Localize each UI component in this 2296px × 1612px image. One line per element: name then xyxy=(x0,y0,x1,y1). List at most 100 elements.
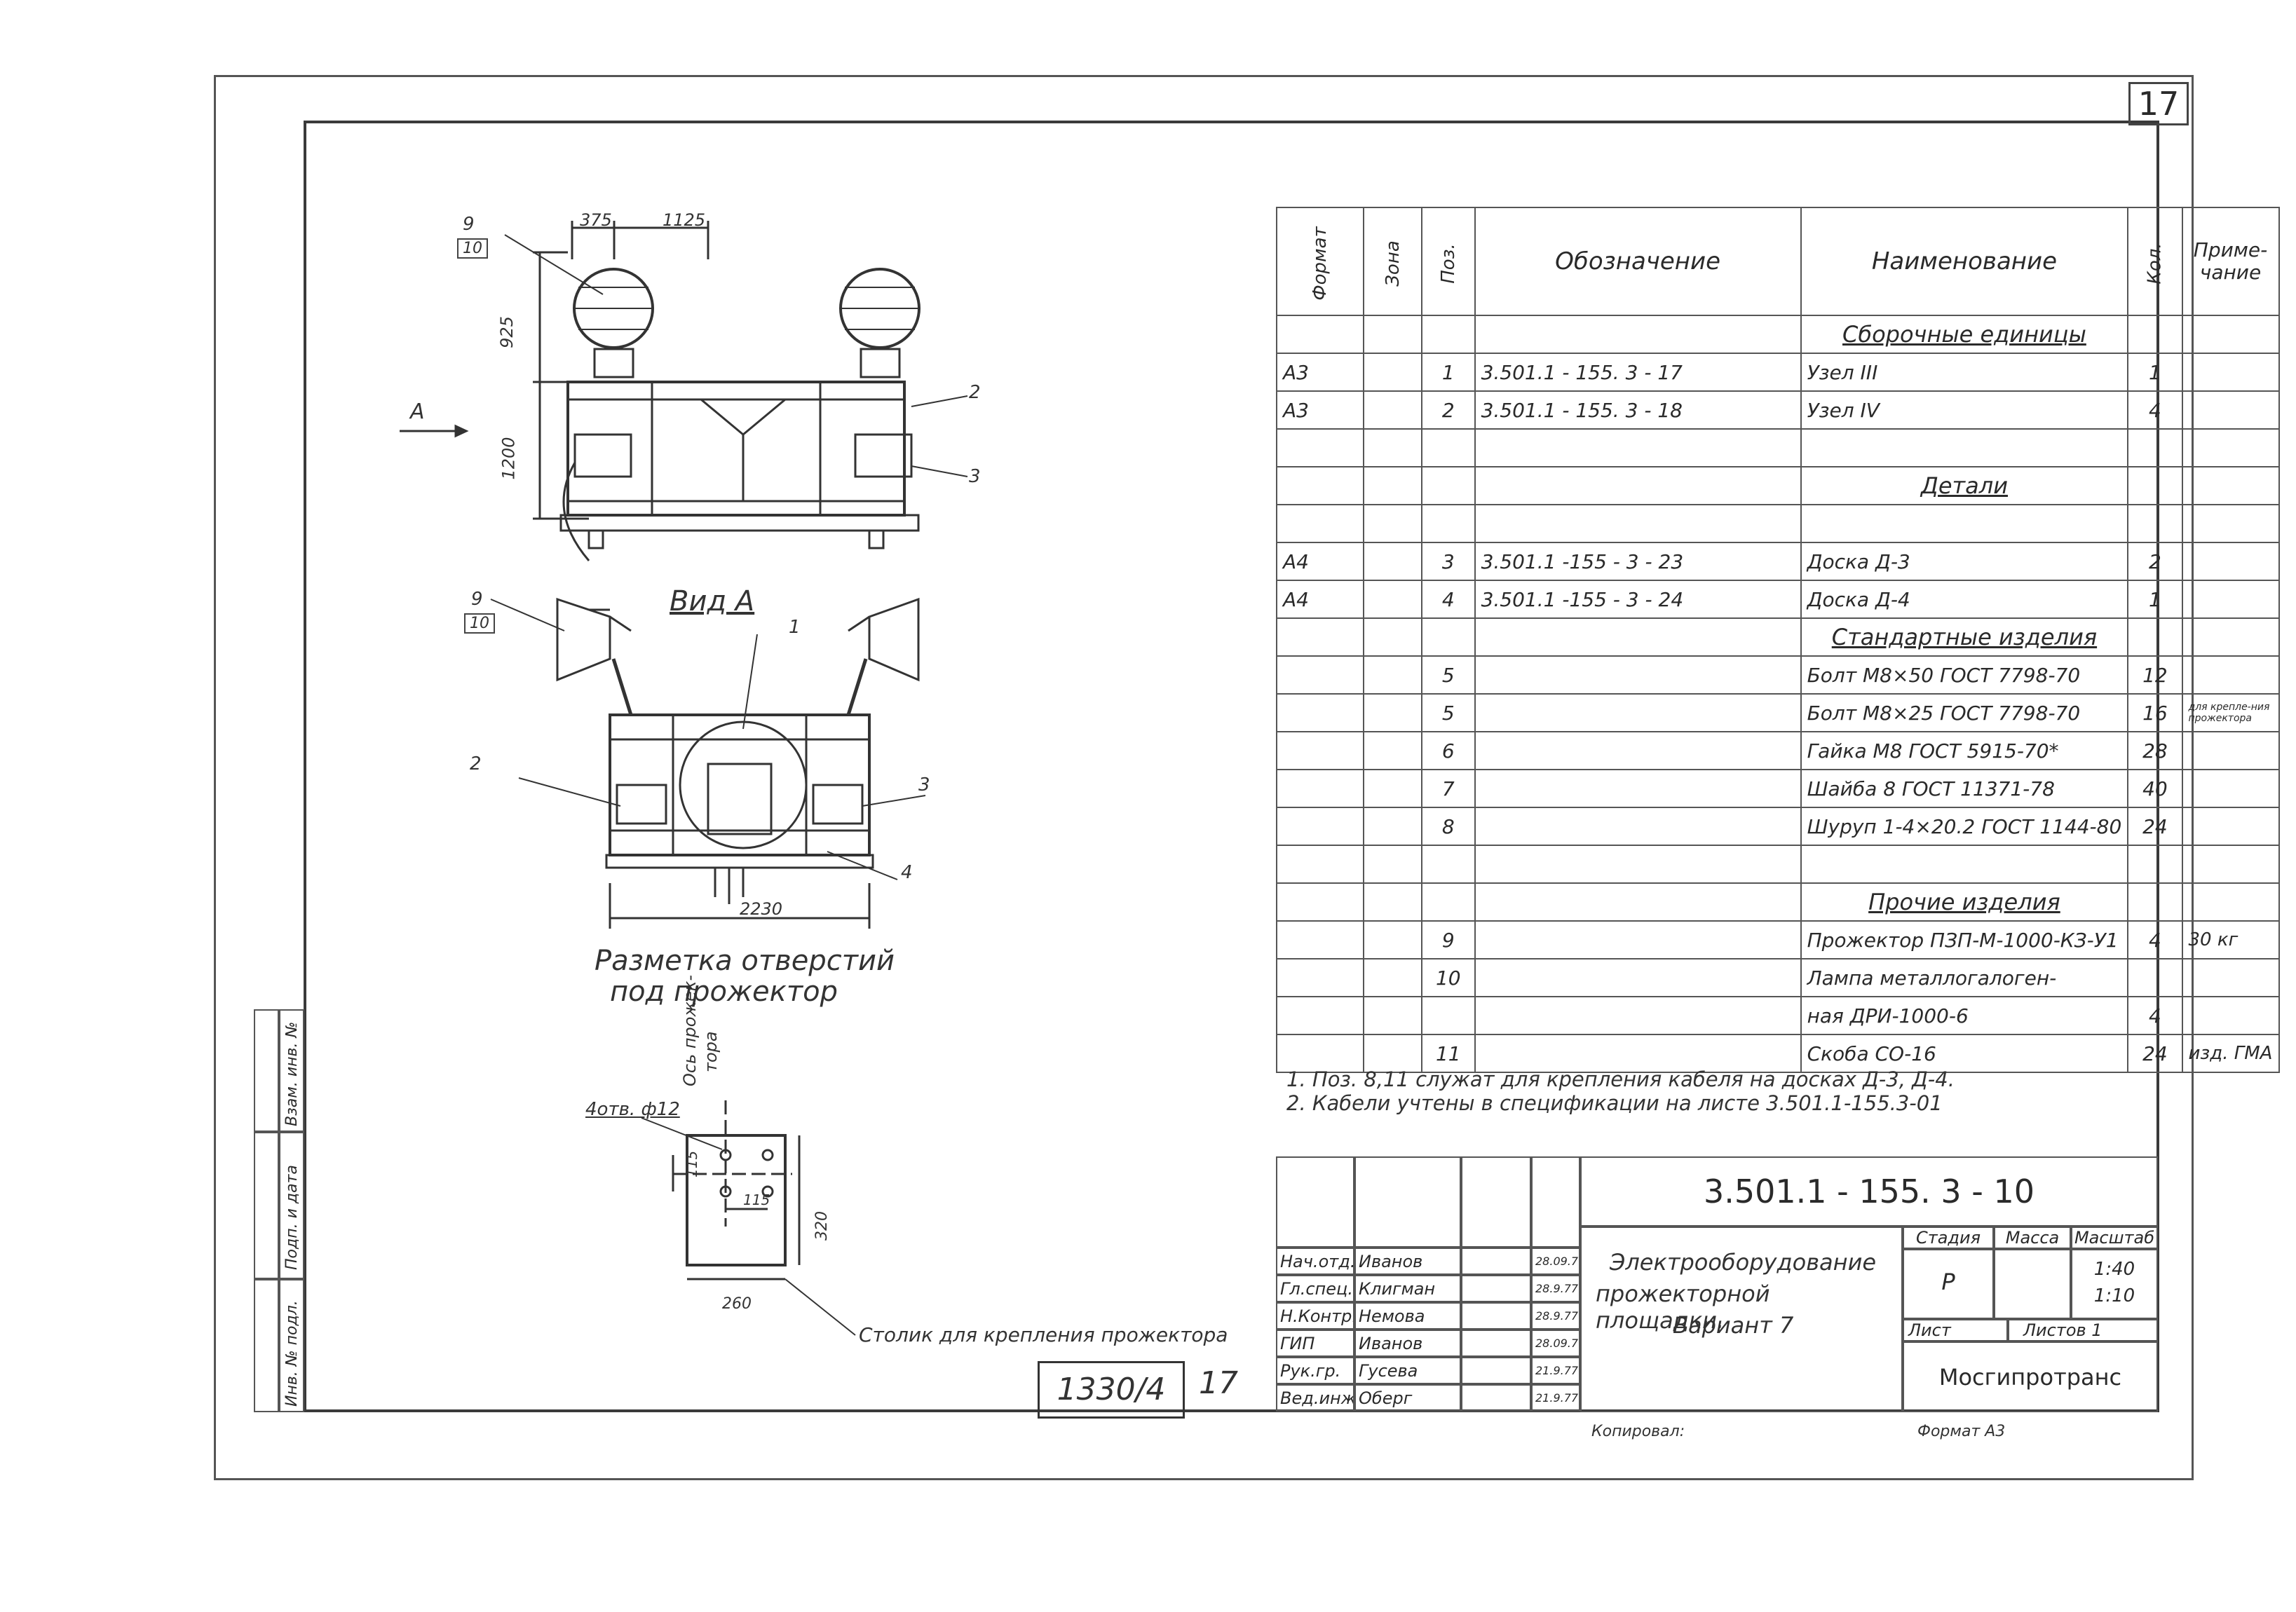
spec-designation xyxy=(1474,617,1802,657)
blank-cell xyxy=(1276,1156,1354,1248)
spec-note xyxy=(2181,428,2280,467)
spec-qty xyxy=(2127,882,2183,922)
spec-pos: 5 xyxy=(1421,693,1476,732)
side-cell: Подп. и дата xyxy=(279,1132,304,1279)
spec-format xyxy=(1276,769,1364,808)
header-qty: Кол. xyxy=(2127,207,2183,316)
spec-note xyxy=(2181,769,2280,808)
side-stamp: Взам. инв. № Подп. и дата Инв. № подл. xyxy=(254,1009,304,1412)
spec-qty xyxy=(2127,617,2183,657)
spec-designation xyxy=(1474,769,1802,808)
header-name: Наименование xyxy=(1800,207,2129,316)
spec-designation xyxy=(1474,655,1802,695)
callout-3-view: 3 xyxy=(918,774,930,795)
date-cell: 28.09.77 xyxy=(1531,1330,1580,1357)
spec-qty: 24 xyxy=(2127,807,2183,846)
mass-label: Масса xyxy=(1994,1227,2071,1249)
spec-zone xyxy=(1362,580,1423,619)
spec-qty xyxy=(2127,845,2183,884)
side-cell: Взам. инв. № xyxy=(279,1009,304,1132)
spec-zone xyxy=(1362,542,1423,581)
spec-format: А4 xyxy=(1276,542,1364,581)
spec-designation xyxy=(1474,807,1802,846)
sheets-label: Листов 1 xyxy=(2008,1319,2158,1341)
spec-pos: 4 xyxy=(1421,580,1476,619)
spec-qty: 24 xyxy=(2127,1034,2183,1073)
spec-name: Болт М8×25 ГОСТ 7798-70 xyxy=(1800,693,2129,732)
spec-format xyxy=(1276,655,1364,695)
spec-note xyxy=(2181,466,2280,505)
spec-qty: 28 xyxy=(2127,731,2183,770)
spec-format: А3 xyxy=(1276,390,1364,430)
spec-name: Доска Д-4 xyxy=(1800,580,2129,619)
spec-note xyxy=(2181,845,2280,884)
spec-name: Доска Д-3 xyxy=(1800,542,2129,581)
spec-zone xyxy=(1362,428,1423,467)
spec-format xyxy=(1276,693,1364,732)
spec-format xyxy=(1276,466,1364,505)
spec-pos: 3 xyxy=(1421,542,1476,581)
spec-zone xyxy=(1362,845,1423,884)
spec-pos xyxy=(1421,466,1476,505)
spec-note xyxy=(2181,807,2280,846)
spec-name xyxy=(1800,428,2129,467)
spec-note: для крепле-ния прожектора xyxy=(2181,693,2280,732)
spec-name: Узел IV xyxy=(1800,390,2129,430)
scale-1: 1:40 xyxy=(2093,1259,2135,1280)
spec-qty: 4 xyxy=(2127,996,2183,1035)
spec-qty: 1 xyxy=(2127,580,2183,619)
note-2: 2. Кабели учтены в спецификации на листе… xyxy=(1286,1091,1943,1115)
marking-title-2: под прожектор xyxy=(610,976,838,1008)
spec-format xyxy=(1276,807,1364,846)
drawing-area xyxy=(400,221,968,1336)
spec-qty xyxy=(2127,958,2183,997)
spec-note xyxy=(2181,655,2280,695)
spec-designation xyxy=(1474,315,1802,354)
spec-pos xyxy=(1421,428,1476,467)
name-cell: Клигман xyxy=(1354,1275,1461,1302)
callout-3-top: 3 xyxy=(969,466,981,487)
stage-value: Р xyxy=(1903,1249,1994,1319)
spec-format xyxy=(1276,845,1364,884)
spec-pos xyxy=(1421,504,1476,543)
spec-zone xyxy=(1362,466,1423,505)
spec-row xyxy=(1276,504,2280,543)
dim-2230: 2230 xyxy=(740,899,783,919)
spec-note xyxy=(2181,580,2280,619)
spec-note xyxy=(2181,542,2280,581)
spec-designation xyxy=(1474,1034,1802,1073)
archive-number-box: 1330/4 xyxy=(1038,1361,1185,1419)
spec-designation xyxy=(1474,693,1802,732)
spec-designation: 3.501.1 -155 - 3 - 23 xyxy=(1474,542,1802,581)
spec-zone xyxy=(1362,504,1423,543)
spec-qty xyxy=(2127,504,2183,543)
view-a-label: Вид А xyxy=(670,585,755,617)
spec-name: Лампа металлогалоген- xyxy=(1800,958,2129,997)
spec-designation xyxy=(1474,996,1802,1035)
spec-note xyxy=(2181,390,2280,430)
spec-format xyxy=(1276,920,1364,959)
spec-zone xyxy=(1362,920,1423,959)
spec-name: Прожектор ПЗП-М-1000-КЗ-У1 xyxy=(1800,920,2129,959)
spec-designation xyxy=(1474,958,1802,997)
note-1: 1. Поз. 8,11 служат для крепления кабеля… xyxy=(1286,1067,1955,1091)
dim-260: 260 xyxy=(722,1295,752,1313)
title-line-2: прожекторной площадки. xyxy=(1596,1280,1770,1334)
spec-note: 30 кг xyxy=(2181,920,2280,959)
spec-format xyxy=(1276,617,1364,657)
signature-cell xyxy=(1461,1302,1531,1330)
doc-code: 3.501.1 - 155. 3 - 10 xyxy=(1580,1156,2158,1227)
mass-value xyxy=(1994,1249,2071,1319)
spec-pos: 8 xyxy=(1421,807,1476,846)
spec-qty xyxy=(2127,315,2183,354)
spec-qty xyxy=(2127,466,2183,505)
spec-pos xyxy=(1421,996,1476,1035)
spec-zone xyxy=(1362,996,1423,1035)
spec-qty: 2 xyxy=(2127,542,2183,581)
